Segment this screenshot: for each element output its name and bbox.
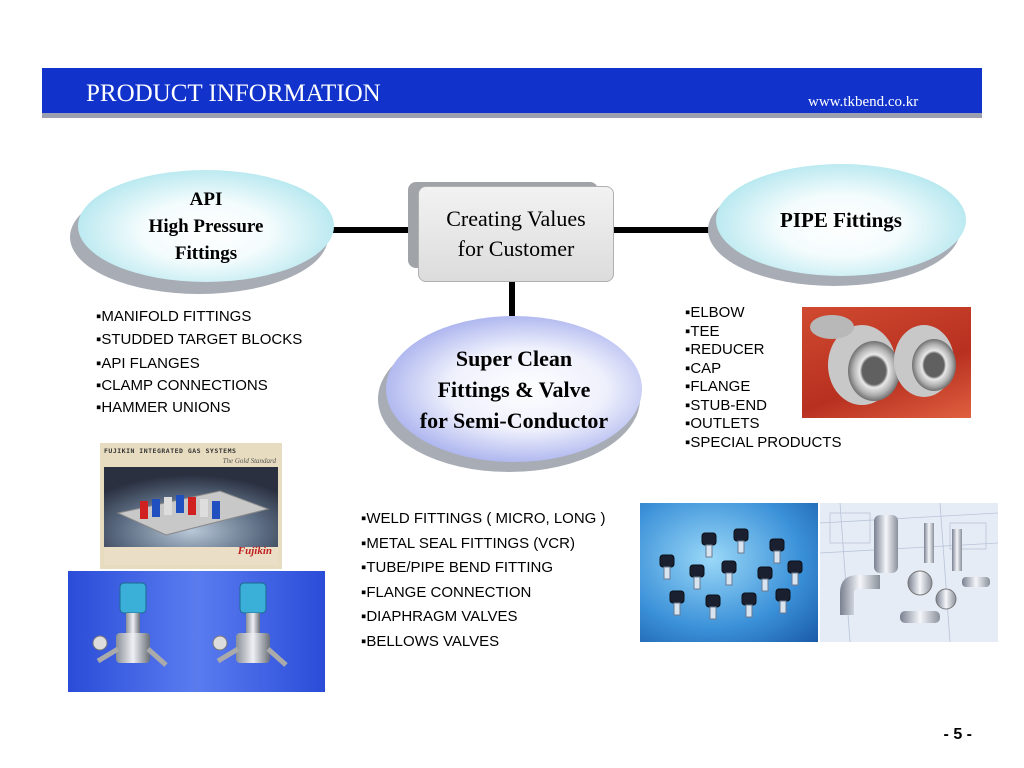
- list-item: BELLOWS VALVES: [361, 630, 651, 655]
- valve-artwork: [92, 571, 288, 692]
- valve-photo-pair: [68, 571, 325, 692]
- gas-systems-brochure-image: FUJIKIN INTEGRATED GAS SYSTEMS The Gold …: [100, 443, 282, 569]
- brochure-title: FUJIKIN INTEGRATED GAS SYSTEMS: [104, 447, 237, 455]
- pipe-oval-title: PIPE Fittings: [780, 207, 902, 232]
- pipe-elbow-photo: [802, 307, 971, 418]
- semi-oval: Super Clean Fittings & Valve for Semi-Co…: [386, 316, 642, 462]
- brochure-subtitle: The Gold Standard: [222, 457, 276, 465]
- api-oval: API High Pressure Fittings: [78, 170, 334, 282]
- list-item: API FLANGES: [96, 353, 306, 375]
- connector-left: [330, 227, 420, 233]
- list-item: HAMMER UNIONS: [96, 397, 306, 419]
- list-item: REDUCER: [685, 341, 885, 360]
- page-number: - 5 -: [943, 726, 972, 743]
- website-url: www.tkbend.co.kr: [808, 94, 919, 110]
- pipe-product-list: ELBOW TEE REDUCER CAP FLANGE STUB-END OU…: [685, 304, 885, 452]
- steel-fittings-photo: [820, 503, 998, 642]
- list-item: FLANGE: [685, 378, 885, 397]
- connector-right: [612, 227, 717, 233]
- vcr-valves-photo: [640, 503, 818, 642]
- connector-down: [509, 280, 515, 316]
- list-item: STUDDED TARGET BLOCKS: [96, 332, 306, 347]
- list-item: CLAMP CONNECTIONS: [96, 375, 306, 397]
- api-oval-line2: High Pressure: [148, 215, 264, 237]
- list-item: WELD FITTINGS ( MICRO, LONG ): [361, 507, 651, 532]
- list-item: FLANGE CONNECTION: [361, 581, 651, 606]
- api-oval-line3: Fittings: [174, 242, 238, 264]
- list-item: CAP: [685, 360, 885, 379]
- header-bar: [42, 68, 982, 118]
- steel-fittings-artwork: [820, 503, 998, 642]
- list-item: STUB-END: [685, 397, 885, 416]
- semi-oval-line1: Super Clean: [455, 345, 573, 371]
- semi-product-list: WELD FITTINGS ( MICRO, LONG ) METAL SEAL…: [361, 507, 651, 654]
- brochure-brand: Fujikin: [237, 545, 272, 557]
- list-item: TEE: [685, 323, 885, 342]
- elbow-artwork: [810, 315, 956, 405]
- semi-oval-line2: Fittings & Valve: [437, 376, 591, 402]
- api-product-list: MANIFOLD FITTINGS STUDDED TARGET BLOCKS …: [96, 306, 306, 419]
- page-title: PRODUCT INFORMATION: [86, 80, 381, 107]
- center-box: Creating Values for Customer: [418, 186, 614, 282]
- pipe-oval: PIPE Fittings: [716, 164, 966, 276]
- api-oval-line1: API: [189, 188, 223, 210]
- brochure-artwork: [104, 467, 278, 565]
- list-item: DIAPHRAGM VALVES: [361, 605, 651, 630]
- list-item: OUTLETS: [685, 415, 885, 434]
- list-item: METAL SEAL FITTINGS (VCR): [361, 532, 651, 557]
- list-item: MANIFOLD FITTINGS: [96, 306, 306, 328]
- list-item: TUBE/PIPE BEND FITTING: [361, 556, 651, 581]
- center-box-line1: Creating Values: [446, 206, 586, 231]
- center-box-line2: for Customer: [457, 236, 575, 261]
- vcr-valves-artwork: [659, 528, 803, 620]
- semi-oval-line3: for Semi-Conductor: [419, 407, 609, 433]
- list-item: SPECIAL PRODUCTS: [685, 434, 885, 453]
- list-item: ELBOW: [685, 304, 885, 323]
